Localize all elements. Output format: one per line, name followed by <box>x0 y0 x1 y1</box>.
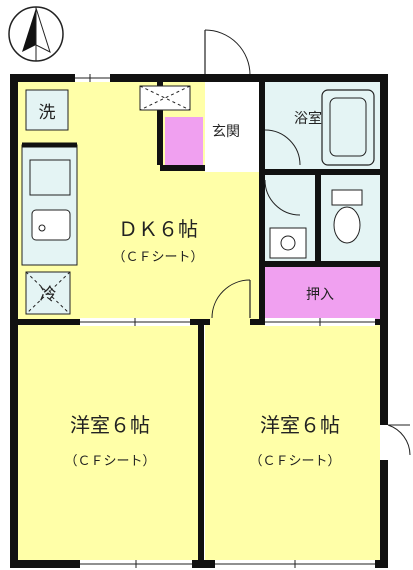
western-left-floor <box>18 325 198 560</box>
washer-label: 洗 <box>39 103 56 123</box>
windows <box>75 74 411 568</box>
bathtub <box>321 89 375 166</box>
interior-doors <box>80 129 375 326</box>
kitchen-counter <box>21 142 78 266</box>
washer-space: 洗 <box>25 89 69 131</box>
entrance-door <box>204 29 251 78</box>
closet-label: 押入 <box>306 287 334 303</box>
entrance-floor <box>205 82 260 172</box>
interior-walls <box>14 78 384 564</box>
fridge-space: 冷 <box>25 271 71 315</box>
entrance-label: 玄関 <box>212 123 240 140</box>
north-arrow-icon <box>8 6 64 62</box>
fridge-label: 冷 <box>40 285 57 305</box>
dk-floor-type: （ＣＦシート） <box>112 250 203 265</box>
western-left-room-name: 洋室６帖 <box>70 413 150 437</box>
wash-basin <box>269 227 307 259</box>
storage-box <box>139 85 191 111</box>
western-right-room-name: 洋室６帖 <box>260 413 340 437</box>
western-right-floor-type: （ＣＦシート） <box>249 454 340 469</box>
dk-room-name: ＤＫ６帖 <box>118 217 198 241</box>
bath-label: 浴室 <box>294 110 322 127</box>
toilet <box>331 189 363 244</box>
shoe-box <box>165 117 203 165</box>
western-right-floor <box>205 325 380 560</box>
closet-floor <box>262 265 380 320</box>
western-left-floor-type: （ＣＦシート） <box>64 454 155 469</box>
